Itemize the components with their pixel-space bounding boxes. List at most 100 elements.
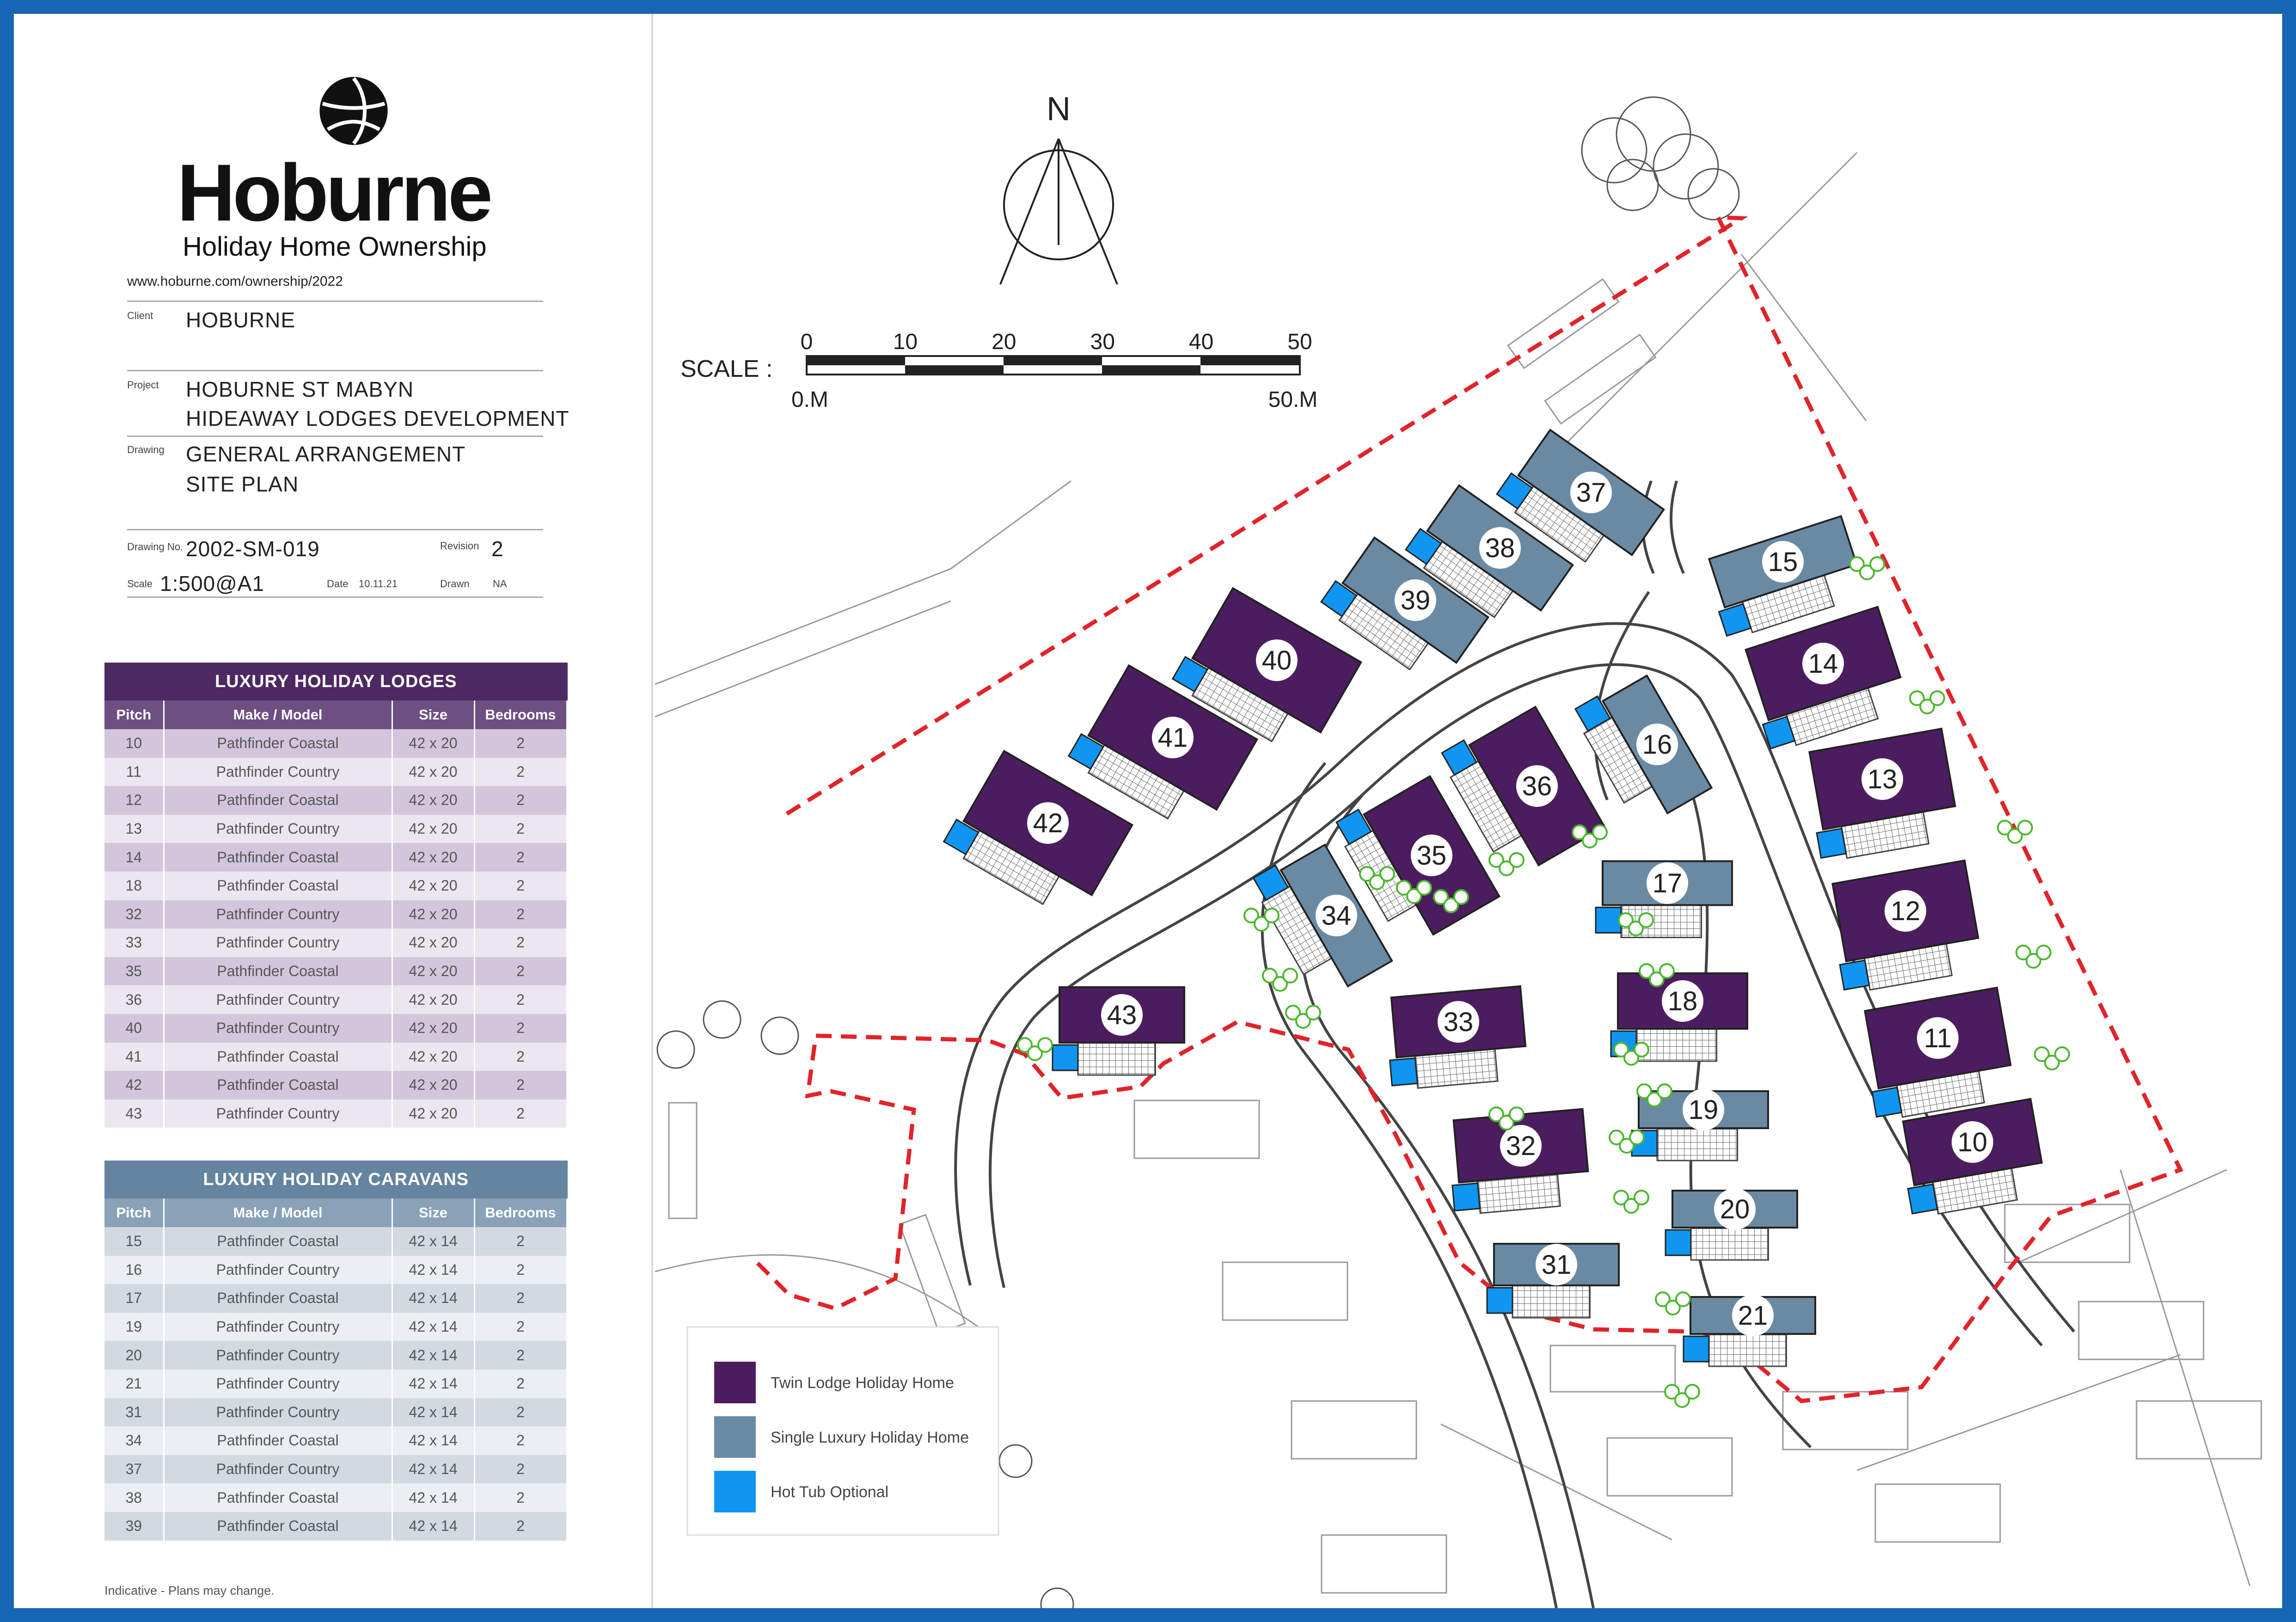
shrub-icon bbox=[1359, 866, 1375, 882]
pitch-14[interactable]: 14 bbox=[1739, 606, 1910, 753]
caravans-table-title: LUXURY HOLIDAY CARAVANS bbox=[104, 1161, 568, 1198]
shrub-icon bbox=[1613, 1190, 1629, 1205]
pitch-31[interactable]: 31 bbox=[1486, 1243, 1620, 1319]
table-cell: 2 bbox=[474, 900, 568, 929]
hot-tub-icon bbox=[1486, 1287, 1513, 1314]
shrub-icon bbox=[1684, 1384, 1700, 1400]
pitch-34[interactable]: 34 bbox=[1249, 839, 1393, 1002]
pitch-33[interactable]: 33 bbox=[1384, 985, 1528, 1090]
pitch-12[interactable]: 12 bbox=[1826, 859, 1984, 994]
table-cell: 2 bbox=[474, 1312, 568, 1341]
shrub-icon bbox=[1619, 1138, 1635, 1154]
pitch-number: 40 bbox=[1262, 645, 1292, 676]
shrub-icon bbox=[1037, 1037, 1053, 1053]
shrub-icon bbox=[1869, 556, 1885, 572]
pitch-number: 18 bbox=[1668, 986, 1698, 1016]
pitch-number: 19 bbox=[1689, 1095, 1719, 1125]
hot-tub-icon bbox=[1762, 715, 1796, 750]
table-cell: 37 bbox=[104, 1455, 165, 1484]
hot-tub-icon bbox=[1052, 1044, 1079, 1071]
table-cell: Pathfinder Coastal bbox=[164, 957, 393, 986]
drawing-label: Drawing bbox=[127, 444, 165, 455]
table-cell: 2 bbox=[474, 1455, 568, 1484]
table-cell: Pathfinder Country bbox=[164, 928, 393, 957]
table-cell: Pathfinder Country bbox=[164, 1312, 393, 1341]
table-cell: 42 x 14 bbox=[392, 1426, 475, 1455]
shrub-icon bbox=[1396, 880, 1412, 896]
table-cell: 42 x 14 bbox=[392, 1312, 475, 1341]
pitch-10[interactable]: 10 bbox=[1896, 1098, 2047, 1218]
drawn-value: NA bbox=[493, 578, 507, 590]
pitch-40[interactable]: 40 bbox=[1170, 585, 1363, 761]
table-cell: Pathfinder Coastal bbox=[164, 1426, 393, 1455]
pitch-19[interactable]: 19 bbox=[1631, 1089, 1769, 1161]
pitch-16[interactable]: 16 bbox=[1571, 670, 1713, 829]
pitch-18[interactable]: 18 bbox=[1610, 972, 1748, 1062]
title-block-sidebar: Hoburne Holiday Home Ownership www.hobur… bbox=[14, 14, 653, 1608]
shrub-icon bbox=[1634, 1042, 1649, 1057]
pitch-41[interactable]: 41 bbox=[1066, 662, 1259, 838]
shrub-icon bbox=[2026, 953, 2041, 969]
pitch-38[interactable]: 38 bbox=[1403, 481, 1574, 637]
table-cell: 41 bbox=[104, 1042, 165, 1071]
table-cell: 17 bbox=[104, 1284, 165, 1313]
pitch-39[interactable]: 39 bbox=[1318, 534, 1490, 689]
pitch-20[interactable]: 20 bbox=[1665, 1188, 1798, 1261]
table-cell: 2 bbox=[474, 1426, 568, 1455]
landscaping-shrubs bbox=[1017, 556, 2070, 1408]
pitch-number-badge bbox=[1732, 1295, 1774, 1336]
lodges-table-title: LUXURY HOLIDAY LODGES bbox=[104, 663, 568, 700]
project-label: Project bbox=[127, 379, 159, 391]
hot-tub-icon bbox=[1665, 1229, 1692, 1256]
pitch-43[interactable]: 43 bbox=[1052, 986, 1185, 1076]
table-cell: 16 bbox=[104, 1255, 165, 1284]
drawing-line-2: SITE PLAN bbox=[186, 472, 299, 496]
shrub-icon bbox=[1488, 852, 1504, 868]
brand-name: Hoburne bbox=[177, 148, 493, 238]
shrub-icon bbox=[1499, 860, 1514, 876]
shrub-icon bbox=[1509, 1106, 1525, 1122]
pitch-number-badge bbox=[1570, 472, 1612, 513]
pitch-36[interactable]: 36 bbox=[1438, 701, 1606, 881]
pitch-37[interactable]: 37 bbox=[1494, 426, 1665, 581]
pitch-number: 21 bbox=[1738, 1301, 1768, 1331]
pitch-13[interactable]: 13 bbox=[1803, 727, 1961, 862]
shrub-icon bbox=[1572, 824, 1587, 840]
brand-url[interactable]: www.hoburne.com/ownership/2022 bbox=[127, 274, 343, 289]
hot-tub-icon bbox=[1335, 808, 1372, 846]
table-cell: 42 bbox=[104, 1071, 165, 1100]
table-cell: 2 bbox=[474, 1255, 568, 1284]
hot-tub-icon bbox=[1574, 695, 1611, 732]
shrub-icon bbox=[1638, 912, 1654, 928]
pitch-11[interactable]: 11 bbox=[1858, 986, 2016, 1121]
legend-swatch-single-luxury bbox=[714, 1416, 756, 1458]
table-cell: 2 bbox=[474, 928, 568, 957]
pitch-number: 20 bbox=[1720, 1194, 1750, 1224]
table-cell: 2 bbox=[474, 786, 568, 815]
pitch-42[interactable]: 42 bbox=[942, 748, 1134, 923]
pitch-15[interactable]: 15 bbox=[1702, 515, 1867, 640]
pitch-32[interactable]: 32 bbox=[1447, 1108, 1591, 1216]
pitch-number-badge bbox=[1647, 862, 1688, 904]
shrub-icon bbox=[1243, 908, 1259, 923]
shrub-icon bbox=[1433, 889, 1449, 905]
shrub-icon bbox=[1295, 1013, 1311, 1029]
shrub-icon bbox=[1618, 912, 1634, 928]
pitch-number: 13 bbox=[1867, 764, 1898, 794]
table-cell: 2 bbox=[474, 1071, 568, 1100]
pitch-21[interactable]: 21 bbox=[1683, 1295, 1816, 1367]
client-label: Client bbox=[127, 310, 153, 321]
table-cell: Pathfinder Coastal bbox=[164, 871, 393, 900]
table-cell: Pathfinder Coastal bbox=[164, 1227, 393, 1256]
table-cell: 2 bbox=[474, 1341, 568, 1370]
pitch-17[interactable]: 17 bbox=[1595, 860, 1733, 938]
